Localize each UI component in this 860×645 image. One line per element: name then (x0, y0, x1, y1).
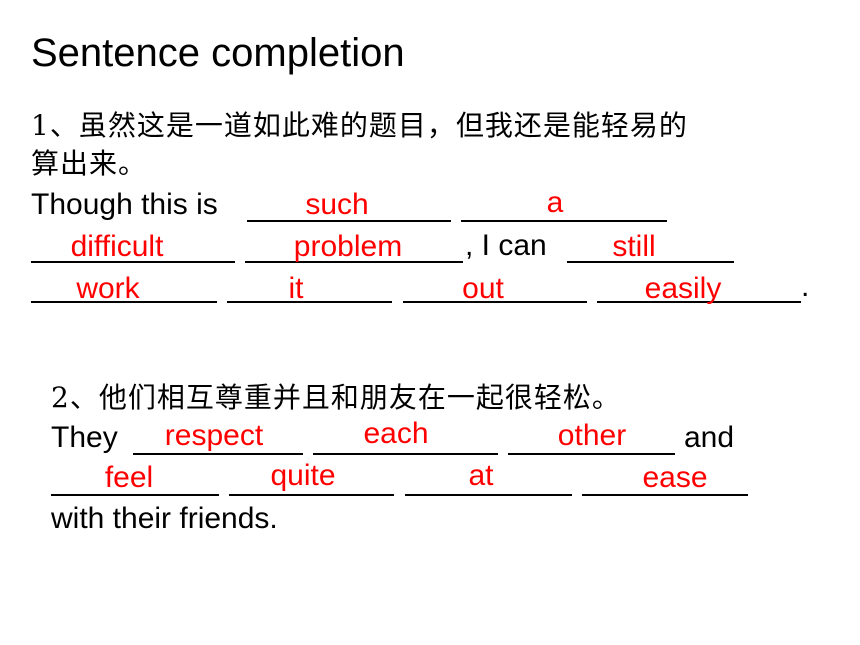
q1-answer-7: it (288, 272, 304, 305)
q2-answer-6: at (468, 459, 494, 492)
q1-blank-7 (227, 301, 392, 303)
q1-chinese-line-2: 算出来。 (31, 147, 148, 180)
q2-answer-4: feel (104, 461, 154, 494)
q2-answer-1: respect (164, 419, 264, 452)
q1-answer-8: out (462, 272, 504, 305)
slide-title: Sentence completion (31, 31, 405, 75)
q1-text-end: . (801, 270, 810, 303)
q1-blank-3 (31, 261, 235, 263)
q1-answer-3: difficult (70, 230, 164, 263)
q2-blank-3 (508, 453, 675, 455)
q2-answer-3: other (557, 419, 627, 452)
q1-blank-1 (247, 220, 451, 222)
q1-blank-6 (31, 301, 217, 303)
q1-answer-1: such (305, 188, 369, 221)
q1-answer-9: easily (644, 272, 722, 305)
q2-text-end: with their friends. (51, 502, 278, 535)
q1-text-start: Though this is (31, 188, 218, 221)
q2-blank-6 (405, 494, 572, 496)
q2-blank-2 (313, 453, 498, 455)
q2-blank-1 (133, 453, 303, 455)
q1-text-mid: , I can (465, 229, 547, 262)
q1-answer-6: work (76, 272, 140, 305)
q2-blank-7 (582, 494, 748, 496)
q2-answer-5: quite (270, 459, 336, 492)
q2-blank-5 (229, 494, 394, 496)
q2-text-and: and (684, 421, 735, 454)
q1-blank-5 (567, 261, 734, 263)
q2-blank-4 (51, 494, 219, 496)
q2-answer-2: each (363, 417, 429, 450)
q1-answer-4: problem (293, 230, 403, 263)
q1-answer-2: a (546, 186, 564, 219)
q1-blank-4 (245, 261, 463, 263)
q2-text-start: They (51, 421, 118, 454)
q1-blank-9 (597, 301, 801, 303)
q1-answer-5: still (612, 230, 656, 263)
q2-answer-7: ease (642, 461, 708, 494)
q1-chinese-line-1: 1、虽然这是一道如此难的题目，但我还是能轻易的 (31, 109, 688, 142)
q1-blank-8 (403, 301, 587, 303)
q1-blank-2 (461, 220, 667, 222)
q2-chinese-line: 2、他们相互尊重并且和朋友在一起很轻松。 (51, 381, 621, 414)
